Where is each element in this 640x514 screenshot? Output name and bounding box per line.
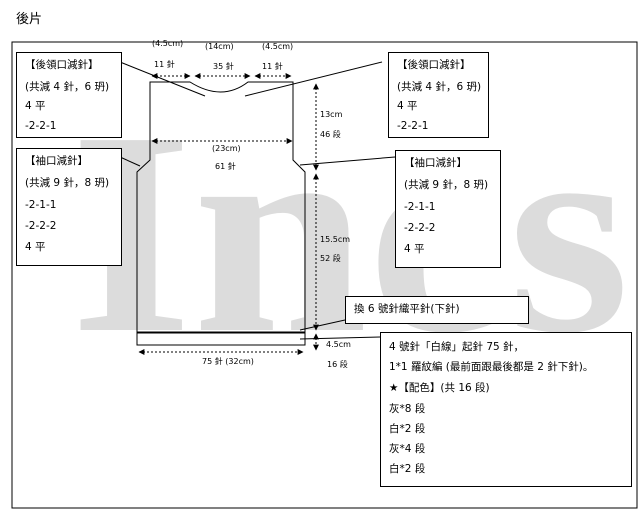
sleeve-box-right-line: -2-2-2	[404, 222, 436, 234]
neck-box-right-line: -2-2-1	[397, 120, 429, 132]
rib-instruction-line: ★【配色】(共 16 段)	[389, 382, 490, 394]
neck-box-right-line: (共減 4 針，6 玬)	[397, 81, 482, 93]
sleeve-box-right-title: 【袖口減針】	[404, 157, 467, 169]
leader-neck-left	[119, 61, 206, 97]
armhole-rows: 46 段	[320, 130, 341, 139]
bottom-width-label: 75 針 (32cm)	[202, 357, 254, 366]
page-title: 後片	[16, 12, 43, 27]
top-left-stitches: 11 針	[154, 60, 175, 69]
leader-rib	[299, 336, 381, 340]
rib-instructions-box: 4 號針「白線」起針 75 針， 1*1 羅紋編 (最前面跟最後都是 2 針下針…	[380, 332, 632, 487]
rib-band	[136, 332, 306, 346]
top-right-stitches: 11 針	[262, 62, 283, 71]
sleeve-box-left-line: -2-2-2	[25, 220, 57, 232]
top-left-cm: (4.5cm)	[152, 39, 184, 48]
leader-neck-right	[244, 61, 383, 97]
neck-box-right-title: 【後領口減針】	[397, 59, 471, 71]
neck-box-right-line: 4 平	[397, 100, 418, 112]
top-center-cm: (14cm)	[205, 42, 234, 51]
top-center-stitches: 35 針	[213, 62, 234, 71]
neck-decrease-box-right: 【後領口減針】 (共減 4 針，6 玬) 4 平 -2-2-1	[388, 52, 489, 138]
sleeve-box-right-line: -2-1-1	[404, 201, 436, 213]
body-cm: 15.5cm	[320, 235, 351, 244]
neck-box-left-line: (共減 4 針，6 玬)	[25, 81, 110, 93]
sleeve-box-left-line: -2-1-1	[25, 199, 57, 211]
sleeve-decrease-box-right: 【袖口減針】 (共減 9 針，8 玬) -2-1-1 -2-2-2 4 平	[395, 150, 501, 268]
sleeve-box-left-line: 4 平	[25, 241, 46, 253]
needle-change-box: 換 6 號針織平針(下針)	[345, 296, 529, 324]
top-right-cm: (4.5cm)	[262, 42, 294, 51]
rib-instruction-line: 1*1 羅紋編 (最前面跟最後都是 2 針下針)。	[389, 361, 594, 373]
chest-cm: (23cm)	[212, 144, 241, 153]
leader-needle-change	[299, 319, 346, 331]
sleeve-box-right-line: 4 平	[404, 243, 425, 255]
page-frame	[11, 41, 638, 509]
leader-sleeve-right	[299, 156, 396, 166]
back-piece-outline	[136, 81, 306, 334]
body-rows: 52 段	[320, 254, 341, 263]
leader-sleeve-left	[119, 156, 141, 167]
rib-instruction-line: 灰*8 段	[389, 403, 426, 415]
rib-instruction-line: 4 號針「白線」起針 75 針，	[389, 341, 525, 353]
rib-instruction-line: 白*2 段	[389, 423, 426, 435]
needle-change-text: 換 6 號針織平針(下針)	[354, 303, 460, 315]
sleeve-decrease-box-left: 【袖口減針】 (共減 9 針，8 玬) -2-1-1 -2-2-2 4 平	[16, 148, 122, 266]
sleeve-box-left-title: 【袖口減針】	[25, 155, 88, 167]
sleeve-box-right-line: (共減 9 針，8 玬)	[404, 179, 489, 191]
neck-decrease-box-left: 【後領口減針】 (共減 4 針，6 玬) 4 平 -2-2-1	[16, 52, 122, 138]
neck-box-left-line: 4 平	[25, 100, 46, 112]
rib-instruction-line: 灰*4 段	[389, 443, 426, 455]
neck-box-left-line: -2-2-1	[25, 120, 57, 132]
armhole-cm: 13cm	[320, 110, 343, 119]
chest-stitches: 61 針	[215, 162, 236, 171]
rib-cm: 4.5cm	[326, 340, 351, 349]
rib-rows: 16 段	[327, 360, 348, 369]
sleeve-box-left-line: (共減 9 針，8 玬)	[25, 177, 110, 189]
rib-instruction-line: 白*2 段	[389, 463, 426, 475]
neck-box-left-title: 【後領口減針】	[25, 59, 99, 71]
